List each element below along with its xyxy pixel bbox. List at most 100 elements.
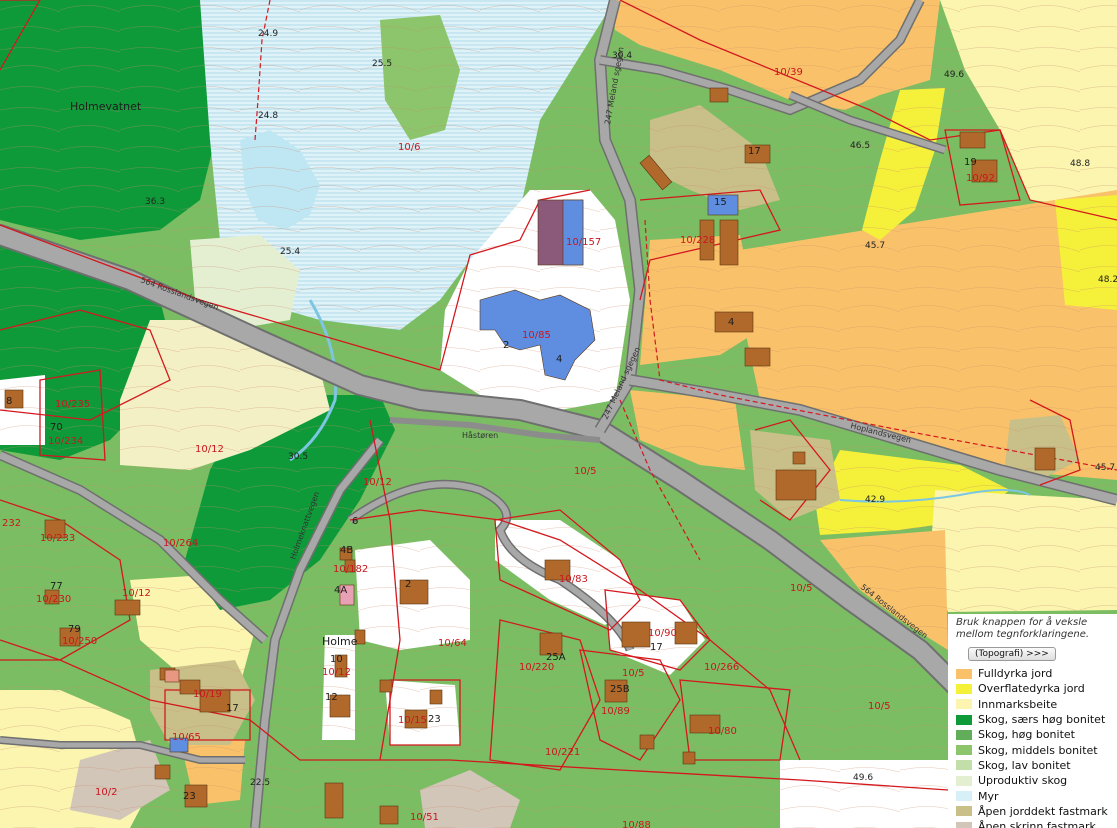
legend-item: Overflatedyrka jord xyxy=(956,681,1113,696)
legend-swatch xyxy=(956,683,972,694)
svg-text:10/157: 10/157 xyxy=(566,237,601,248)
svg-text:10/228: 10/228 xyxy=(680,235,715,246)
svg-text:10/5: 10/5 xyxy=(868,701,890,712)
svg-text:10/264: 10/264 xyxy=(163,538,198,549)
svg-text:10/6: 10/6 xyxy=(398,142,420,153)
legend-item-label: Fulldyrka jord xyxy=(978,667,1053,681)
svg-text:232: 232 xyxy=(2,518,21,529)
legend-item-label: Innmarksbeite xyxy=(978,697,1058,711)
legend-item: Fulldyrka jord xyxy=(956,666,1113,681)
svg-text:10/92: 10/92 xyxy=(966,173,995,184)
legend-item: Åpen skrinn fastmark xyxy=(956,819,1113,828)
road-label-hastoren: Håstøren xyxy=(462,430,498,440)
svg-text:10/90: 10/90 xyxy=(648,628,677,639)
buildings xyxy=(4,87,1056,825)
road-holme-fill xyxy=(251,437,383,828)
legend-item-label: Skog, lav bonitet xyxy=(978,758,1071,772)
map-legend: Bruk knappen for å veksle mellom tegnfor… xyxy=(948,614,1117,828)
svg-text:45.7: 45.7 xyxy=(1095,463,1115,473)
svg-text:10/235: 10/235 xyxy=(55,399,90,410)
legend-item: Åpen jorddekt fastmark xyxy=(956,804,1113,819)
svg-text:10/19: 10/19 xyxy=(193,689,222,700)
legend-swatch xyxy=(956,775,972,786)
stream-1 xyxy=(289,299,338,462)
svg-text:42.9: 42.9 xyxy=(865,495,885,505)
svg-text:10/65: 10/65 xyxy=(172,732,201,743)
legend-item: Skog, middels bonitet xyxy=(956,742,1113,757)
legend-swatch xyxy=(956,760,972,771)
svg-text:4: 4 xyxy=(728,317,734,328)
svg-text:2: 2 xyxy=(405,579,411,590)
svg-text:10/230: 10/230 xyxy=(36,594,71,605)
legend-toggle-button[interactable]: (Topografi) >>> xyxy=(968,647,1056,661)
svg-text:10/12: 10/12 xyxy=(122,588,151,599)
svg-text:10/5: 10/5 xyxy=(574,466,596,477)
svg-text:10: 10 xyxy=(330,654,343,665)
legend-item-label: Åpen skrinn fastmark xyxy=(978,820,1096,828)
svg-text:10/2: 10/2 xyxy=(95,787,117,798)
svg-text:79: 79 xyxy=(68,624,81,635)
svg-text:12: 12 xyxy=(325,692,338,703)
legend-item-label: Skog, høg bonitet xyxy=(978,728,1075,742)
road-hopland-fill xyxy=(629,375,1117,505)
svg-text:46.5: 46.5 xyxy=(850,141,870,151)
svg-text:25B: 25B xyxy=(610,684,630,695)
legend-swatch xyxy=(956,729,972,740)
svg-text:48.2: 48.2 xyxy=(1098,275,1117,285)
svg-text:23: 23 xyxy=(428,714,441,725)
svg-text:17: 17 xyxy=(226,703,239,714)
road-north-loop-fill xyxy=(599,0,924,114)
legend-item-label: Uproduktiv skog xyxy=(978,774,1068,788)
legend-swatch xyxy=(956,699,972,710)
house-number-labels: 2 4 15 17 19 4 8 70 6 4B 4A 2 77 79 10 1… xyxy=(6,146,977,802)
legend-item-label: Skog, middels bonitet xyxy=(978,743,1098,757)
svg-text:10/15: 10/15 xyxy=(398,715,427,726)
svg-text:17: 17 xyxy=(650,642,663,653)
svg-text:8: 8 xyxy=(6,396,12,407)
svg-text:49.6: 49.6 xyxy=(853,773,873,783)
road-west-branch-fill xyxy=(0,451,268,643)
legend-item: Uproduktiv skog xyxy=(956,773,1113,788)
svg-text:10/12: 10/12 xyxy=(322,667,351,678)
road-hastoren[interactable] xyxy=(389,417,601,443)
svg-text:25A: 25A xyxy=(546,652,566,663)
svg-text:10/51: 10/51 xyxy=(410,812,439,823)
legend-swatch xyxy=(956,714,972,725)
legend-item-label: Overflatedyrka jord xyxy=(978,682,1085,696)
legend-swatch xyxy=(956,745,972,756)
svg-text:25.5: 25.5 xyxy=(372,59,392,69)
elevation-labels: 25.5 24.8 24.9 25.4 36.3 30.4 46.5 49.6 … xyxy=(145,29,1117,788)
legend-item-label: Myr xyxy=(978,789,999,803)
place-name-lake: Holmevatnet xyxy=(70,100,142,113)
svg-text:10/5: 10/5 xyxy=(622,668,644,679)
svg-text:36.3: 36.3 xyxy=(145,197,165,207)
svg-text:22.5: 22.5 xyxy=(250,778,270,788)
municipal-boundaries xyxy=(254,0,1117,561)
svg-text:4A: 4A xyxy=(334,585,347,596)
svg-text:30.4: 30.4 xyxy=(612,51,632,61)
legend-item-label: Skog, særs høg bonitet xyxy=(978,713,1106,727)
svg-text:10/39: 10/39 xyxy=(774,67,803,78)
svg-text:10/234: 10/234 xyxy=(48,436,83,447)
svg-text:30.5: 30.5 xyxy=(288,452,308,462)
svg-text:17: 17 xyxy=(748,146,761,157)
svg-text:10/89: 10/89 xyxy=(601,706,630,717)
svg-text:45.7: 45.7 xyxy=(865,241,885,251)
svg-text:24.8: 24.8 xyxy=(258,111,278,121)
stream-2 xyxy=(839,489,1031,503)
svg-text:10/12: 10/12 xyxy=(195,444,224,455)
svg-text:10/80: 10/80 xyxy=(708,726,737,737)
road-holme-loop-fill xyxy=(348,481,633,652)
legend-swatch xyxy=(956,821,972,828)
svg-text:10/182: 10/182 xyxy=(333,564,368,575)
legend-item: Skog, høg bonitet xyxy=(956,727,1113,742)
svg-text:10/5: 10/5 xyxy=(790,583,812,594)
svg-text:4B: 4B xyxy=(340,545,353,556)
svg-text:24.9: 24.9 xyxy=(258,29,278,39)
legend-item: Myr xyxy=(956,788,1113,803)
svg-text:4: 4 xyxy=(556,354,562,365)
svg-text:10/88: 10/88 xyxy=(622,820,651,828)
